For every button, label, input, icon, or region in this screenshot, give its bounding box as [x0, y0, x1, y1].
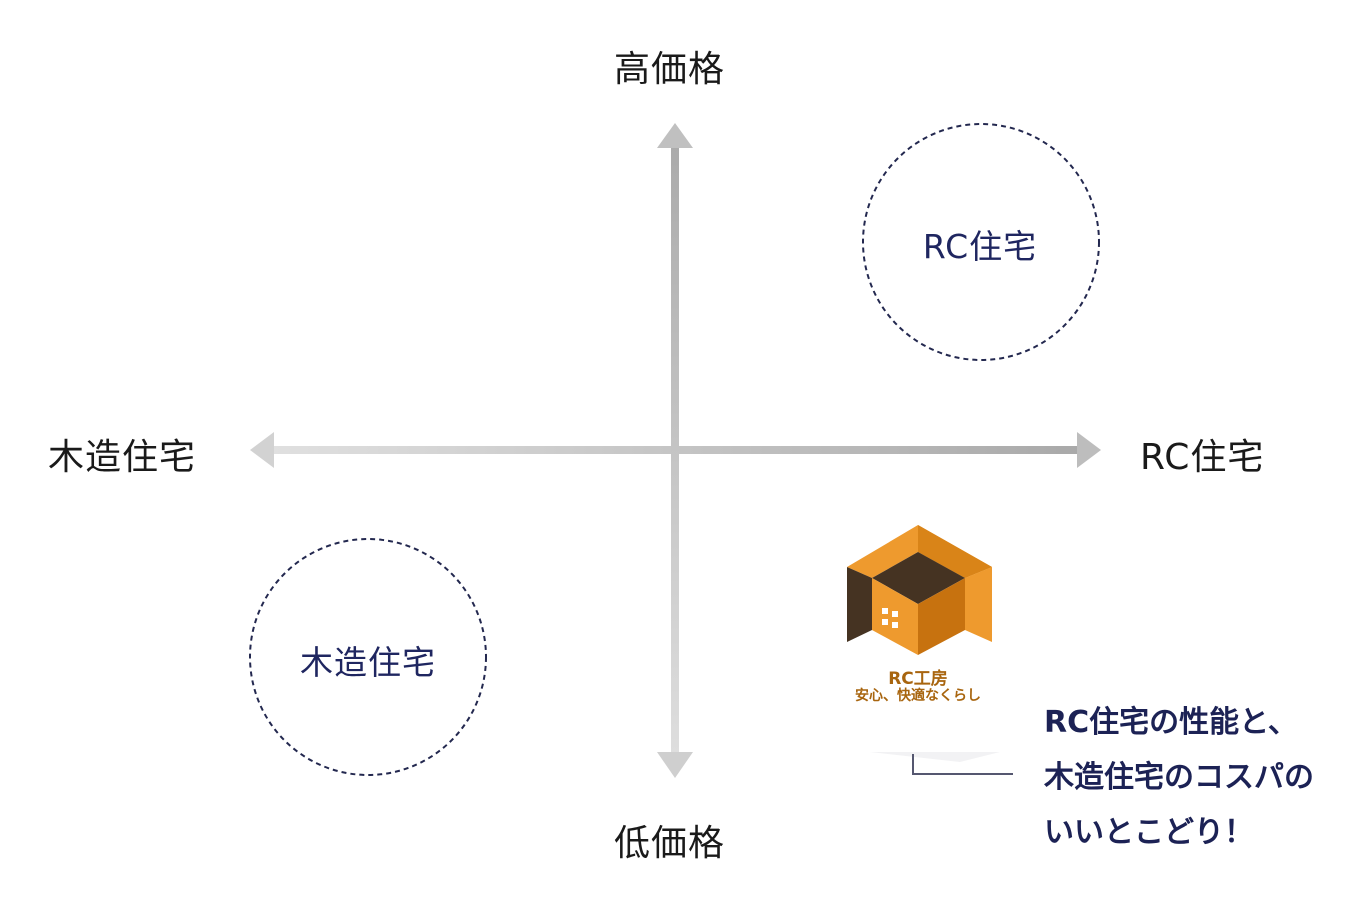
- axis-label-high-price: 高価格: [614, 49, 726, 90]
- callout-line: いいとこどり！: [1044, 815, 1254, 850]
- axis-label-low-price: 低価格: [614, 823, 726, 864]
- circle-label-rc-house: RC住宅: [922, 227, 1038, 266]
- rc-house-circle: [862, 123, 1100, 361]
- window-icon: [882, 608, 898, 628]
- down-arrowhead-icon: [657, 752, 693, 778]
- logo-tagline: 安心、快適なくらし: [855, 688, 981, 704]
- rc-koubou-logo-icon: [847, 525, 992, 655]
- callout-line: 木造住宅のコスパの: [1044, 760, 1314, 795]
- right-arrowhead-icon: [1077, 432, 1101, 468]
- callout-shadow: [870, 752, 1000, 762]
- vertical-axis: [671, 146, 679, 756]
- callout-text: RC住宅の性能と、 木造住宅のコスパの いいとこどり！: [1044, 695, 1314, 860]
- left-arrowhead-icon: [250, 432, 274, 468]
- callout-line: RC住宅の性能と、: [1044, 705, 1298, 740]
- up-arrowhead-icon: [657, 123, 693, 148]
- axis-label-rc-house: RC住宅: [1140, 437, 1265, 478]
- wooden-house-circle: [249, 538, 487, 776]
- callout-connector-line: [912, 754, 1013, 775]
- logo-title: RC工房: [888, 669, 948, 689]
- circle-label-wooden-house: 木造住宅: [300, 643, 436, 682]
- axis-label-wooden-house: 木造住宅: [48, 437, 197, 478]
